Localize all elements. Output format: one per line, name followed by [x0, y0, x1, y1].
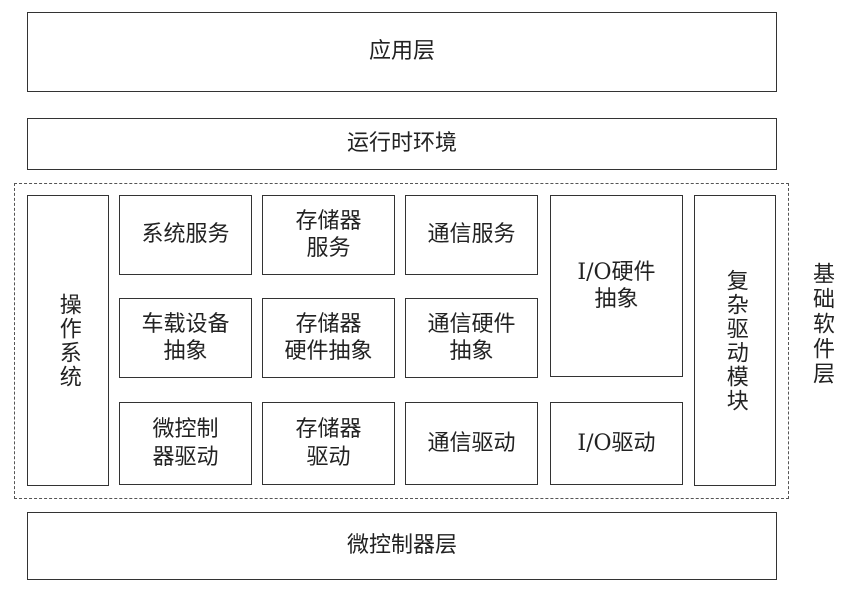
io-hardware-abstraction-box: I/O硬件 抽象: [550, 195, 683, 377]
onboard-device-abstraction-box: 车载设备 抽象: [119, 298, 252, 378]
complex-driver-module-box: 复杂驱动模块: [694, 195, 776, 486]
io-drivers-label: I/O驱动: [577, 430, 656, 456]
io-drivers-box: I/O驱动: [550, 402, 683, 485]
complex-driver-module-label: 复杂驱动模块: [722, 268, 748, 413]
communication-drivers-label: 通信驱动: [427, 430, 516, 456]
communication-hardware-abstraction-label: 通信硬件 抽象: [427, 311, 516, 365]
mcu-drivers-box: 微控制 器驱动: [119, 402, 252, 485]
system-services-box: 系统服务: [119, 195, 252, 275]
onboard-device-abstraction-label: 车载设备 抽象: [141, 311, 230, 365]
memory-services-label: 存储器 服务: [295, 208, 362, 262]
communication-drivers-box: 通信驱动: [405, 402, 538, 485]
system-services-label: 系统服务: [141, 222, 230, 248]
communication-hardware-abstraction-box: 通信硬件 抽象: [405, 298, 538, 378]
io-hardware-abstraction-label: I/O硬件 抽象: [577, 259, 656, 313]
mcu-drivers-label: 微控制 器驱动: [152, 417, 219, 470]
memory-services-box: 存储器 服务: [262, 195, 395, 275]
basic-software-container: [14, 183, 789, 499]
communication-services-label: 通信服务: [427, 222, 516, 248]
communication-services-box: 通信服务: [405, 195, 538, 275]
memory-drivers-box: 存储器 驱动: [262, 402, 395, 485]
microcontroller-layer-label: 微控制器层: [346, 533, 457, 559]
operating-system-box: 操作系统: [27, 195, 109, 486]
runtime-environment-layer: 运行时环境: [27, 118, 777, 170]
memory-hardware-abstraction-box: 存储器 硬件抽象: [262, 298, 395, 378]
memory-drivers-label: 存储器 驱动: [295, 417, 362, 470]
microcontroller-layer: 微控制器层: [27, 512, 777, 580]
memory-hardware-abstraction-label: 存储器 硬件抽象: [284, 311, 373, 365]
basic-software-label: 基础软件层: [809, 262, 834, 387]
operating-system-label: 操作系统: [55, 292, 81, 389]
runtime-environment-label: 运行时环境: [346, 131, 457, 157]
application-layer-label: 应用层: [368, 39, 435, 65]
application-layer: 应用层: [27, 12, 777, 92]
